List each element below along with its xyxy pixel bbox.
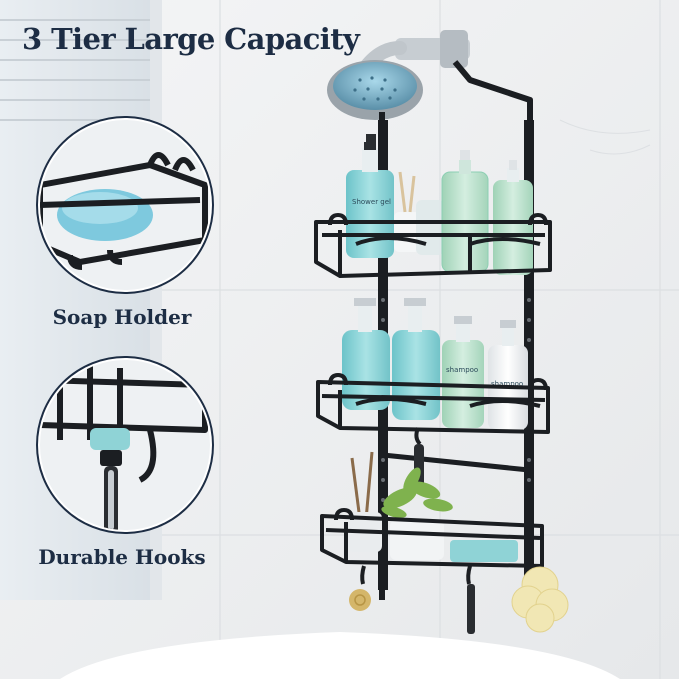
razor-hook-closeup bbox=[36, 356, 214, 534]
shampoo-label-green: shampoo bbox=[446, 366, 478, 374]
headline-title: 3 Tier Large Capacity bbox=[22, 22, 360, 56]
bath-loofah bbox=[511, 566, 569, 633]
bottom-hooks bbox=[349, 565, 475, 634]
frame-crossbar bbox=[382, 452, 530, 473]
top-basket bbox=[314, 213, 552, 278]
marble-vein bbox=[559, 119, 651, 155]
bottom-shelf-products bbox=[348, 451, 453, 560]
shower-head bbox=[327, 30, 470, 120]
soap-holder-closeup bbox=[36, 116, 214, 294]
durable-hooks-caption: Durable Hooks bbox=[38, 545, 206, 569]
bathtub-rim bbox=[60, 632, 620, 679]
soap-holder-caption: Soap Holder bbox=[52, 305, 192, 329]
shower-gel-label: Shower gel bbox=[352, 198, 391, 206]
middle-basket bbox=[316, 373, 550, 434]
bottom-basket bbox=[320, 508, 544, 568]
frame-holes bbox=[381, 298, 531, 502]
shampoo-label-white: shampoo bbox=[491, 380, 523, 388]
bottom-soap-bar bbox=[450, 540, 518, 562]
